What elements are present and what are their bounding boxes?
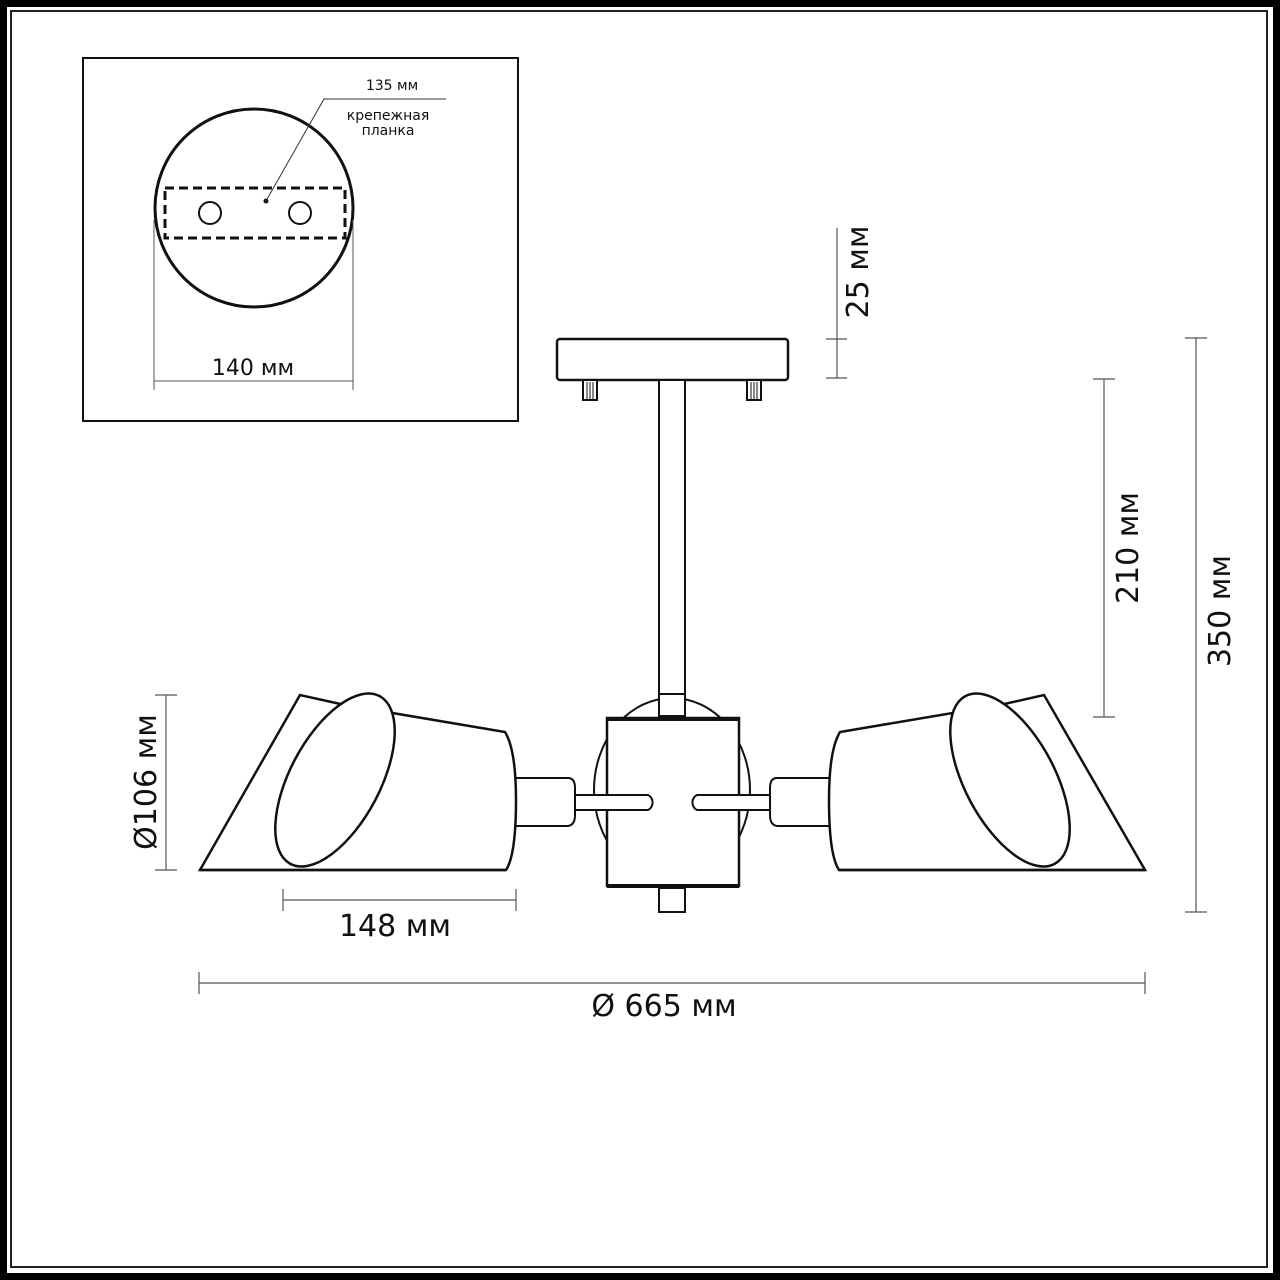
center-body [575, 693, 770, 913]
dim-total-height: 350 мм [1185, 337, 1238, 913]
mounting-bracket [163, 186, 347, 240]
bracket-label-line2: планка [362, 123, 415, 139]
dim-shade-length: 148 мм [282, 889, 517, 944]
shade-length-label: 148 мм [339, 909, 451, 944]
socket-left [513, 777, 576, 827]
total-diameter-label: Ø 665 мм [591, 989, 736, 1024]
leader-line [265, 98, 446, 202]
rod-length-label: 210 мм [1111, 492, 1146, 604]
canopy-height-label: 25 мм [841, 226, 876, 319]
bracket-size-label: 135 мм [366, 78, 418, 94]
shade-right-rim [949, 692, 1071, 868]
shade-left-rim [274, 692, 396, 868]
bracket-label-line1: крепежная [347, 108, 430, 124]
dim-rod-length: 210 мм [1093, 378, 1146, 718]
canopy-width-label: 140 мм [212, 356, 294, 381]
canopy [555, 337, 790, 401]
dim-total-diameter: Ø 665 мм [198, 972, 1146, 1024]
arm-left [575, 794, 654, 811]
bottom-finial [658, 887, 686, 913]
dim-canopy-height: 25 мм [826, 226, 876, 379]
shade-left [197, 692, 576, 872]
dim-shade-diameter: Ø106 мм [129, 694, 177, 871]
arm-right [691, 794, 770, 811]
total-height-label: 350 мм [1203, 555, 1238, 667]
screw-hole-right [288, 201, 312, 225]
page-border-inner [10, 10, 1268, 1268]
suspension-rod [658, 379, 686, 717]
shade-diameter-label: Ø106 мм [129, 714, 164, 850]
mounting-inset: 135 мм крепежная планка 140 мм [82, 57, 519, 422]
screw-hole-left [198, 201, 222, 225]
canopy-plate [555, 337, 790, 382]
socket-right [769, 777, 831, 827]
canopy-top-view [153, 107, 355, 309]
shade-right [769, 692, 1148, 872]
